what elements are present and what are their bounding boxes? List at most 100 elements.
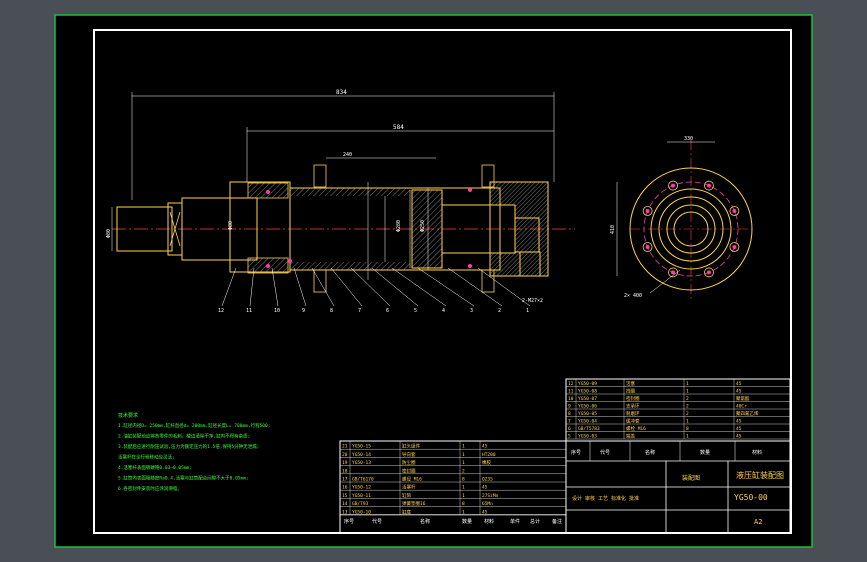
bom-cell: 耐磨环 xyxy=(626,410,640,417)
port-note: 2-M27×2 xyxy=(522,298,543,304)
bom-cell: HT200 xyxy=(482,452,496,458)
title-header-seq: 序号 xyxy=(571,449,581,456)
bom-cell: 2 xyxy=(686,396,689,402)
bom-cell: 1 xyxy=(686,434,689,440)
bom-cell: 缓冲套 xyxy=(626,418,640,425)
bom-cell: 10 xyxy=(568,396,574,402)
balloon-leader xyxy=(391,267,447,307)
end-view-outer xyxy=(629,167,753,291)
title-maker: 设计 审核 工艺 标准化 批准 xyxy=(572,495,639,502)
title-block[interactable]: 序号 代号 名称 数量 材料 液压缸装配图 装配图 YG50-00 A2 设计 … xyxy=(565,440,791,534)
drawing-title: 液压缸装配图 xyxy=(736,470,784,480)
bom-cell: YG50-06 xyxy=(578,404,597,410)
balloon-label: 10 xyxy=(274,308,280,314)
bom-cell: 18 xyxy=(342,468,348,474)
bom-cell: 45 xyxy=(482,444,488,450)
cylinder-section-view[interactable]: Φ280 Φ250 Φ80 xyxy=(112,164,575,293)
bom-cell: 8 xyxy=(568,411,571,417)
bom-cell: 7 xyxy=(568,419,571,425)
end-view-note-leader xyxy=(649,269,681,294)
bom-cell: 13 xyxy=(342,509,348,515)
end-view-bolt-hole xyxy=(642,206,653,216)
end-view-ring-4 xyxy=(673,211,709,247)
bom-cell: YG50-08 xyxy=(578,389,597,395)
bom-header: 名称 xyxy=(420,518,430,525)
bom-cell: YG50-13 xyxy=(352,460,371,466)
dimensions: 834 584 240 Φ80 410 2-M27×2 xyxy=(106,89,618,304)
bom-cell: 1 xyxy=(686,381,689,387)
bom-cell: 5 xyxy=(568,434,571,440)
balloon-label: 7 xyxy=(358,308,361,314)
bom-header: 备注 xyxy=(552,518,562,525)
bom-header: 代号 xyxy=(372,518,382,525)
drawing-scale-label: 装配图 xyxy=(682,474,700,482)
note-line: 6.各密封件安装时应涂润滑脂。 xyxy=(118,485,182,492)
port-fitting-body xyxy=(519,251,541,277)
bom-cell: YG50-07 xyxy=(578,396,597,402)
bom-cell: 8 xyxy=(462,501,465,507)
rod-end xyxy=(116,206,173,252)
bom-cell: 端盖 xyxy=(626,433,635,440)
bom-header: 序号 xyxy=(344,518,354,525)
bom-cell: 导向套 xyxy=(402,451,416,458)
bom-header: 总计 xyxy=(530,518,540,525)
drawing-number: YG50-00 xyxy=(734,493,768,502)
bom-cell: 16 xyxy=(342,485,348,491)
bom-cell: 螺栓 M16 xyxy=(626,425,646,432)
bom-cell: 1 xyxy=(686,419,689,425)
bom-cell: 21 xyxy=(342,444,348,450)
end-view-note: 2× 400 xyxy=(624,293,642,299)
end-view-bolt-hole xyxy=(668,267,678,278)
bom-cell: 缸筒 xyxy=(402,492,411,499)
bom-cell: 活塞杆 xyxy=(402,484,416,491)
bom-cell: 8 xyxy=(686,426,689,432)
balloon-leader xyxy=(311,267,335,307)
seal-marker-2 xyxy=(266,264,270,268)
balloon-label: 1 xyxy=(526,308,529,314)
balloon-leader xyxy=(330,267,363,307)
bom-header: 单件 xyxy=(510,518,520,525)
bom-cell: 挡圈 xyxy=(626,388,635,395)
balloon-leader xyxy=(249,267,255,307)
bom-cell: YG50-11 xyxy=(352,493,371,499)
end-view-ring-3 xyxy=(666,204,716,254)
balloon-label: 4 xyxy=(442,308,445,314)
notes-title: 技术要求 xyxy=(118,412,138,419)
balloon-label: 11 xyxy=(246,308,252,314)
note-line: 4.活塞杆表面镀硬铬0.03~0.05mm; xyxy=(118,464,192,471)
balloon-label: 12 xyxy=(218,308,224,314)
end-view[interactable]: 330 2× 400 xyxy=(624,136,753,300)
bom-cell: 1 xyxy=(686,389,689,395)
bom-cell: 聚氨酯 xyxy=(736,395,750,402)
bom-cell: 螺母 M16 xyxy=(402,476,422,483)
dim-rod-end-label: Φ80 xyxy=(106,229,112,238)
bom-cell: 15 xyxy=(342,493,348,499)
bom-cell: 1 xyxy=(462,444,465,450)
bom-cell: GB/T6170 xyxy=(352,477,374,483)
note-line: 3.装配后应进行耐压试验,压力为额定压力的1.5倍,保持5分钟无泄漏; xyxy=(118,443,259,450)
end-view-bolt-circle xyxy=(643,181,739,277)
bom-cell: 45 xyxy=(736,381,742,387)
bom-cell: 9 xyxy=(568,404,571,410)
note-line: 活塞杆在全行程移动应灵活; xyxy=(118,454,175,461)
bom-cell: 缸底 xyxy=(402,508,411,515)
balloon-leader xyxy=(350,267,391,307)
bom-cell: 活塞 xyxy=(626,380,635,387)
seal-marker-4 xyxy=(468,264,472,268)
bom-cell: 1 xyxy=(462,485,465,491)
balloon-label: 6 xyxy=(386,308,389,314)
seal-marker-3 xyxy=(468,188,472,192)
end-view-bolt-marker xyxy=(671,270,676,275)
balloon-leader xyxy=(293,267,307,307)
bom-header: 数量 xyxy=(462,518,472,525)
bom-cell: YG50-03 xyxy=(578,434,597,440)
balloon-label: 8 xyxy=(330,308,333,314)
bom-cell: 密封圈 xyxy=(626,395,640,402)
bom-cell: 12 xyxy=(568,381,574,387)
bom-cell: YG50-14 xyxy=(352,452,371,458)
title-header-mat: 材料 xyxy=(752,449,762,456)
end-view-bolt-marker xyxy=(706,270,711,275)
